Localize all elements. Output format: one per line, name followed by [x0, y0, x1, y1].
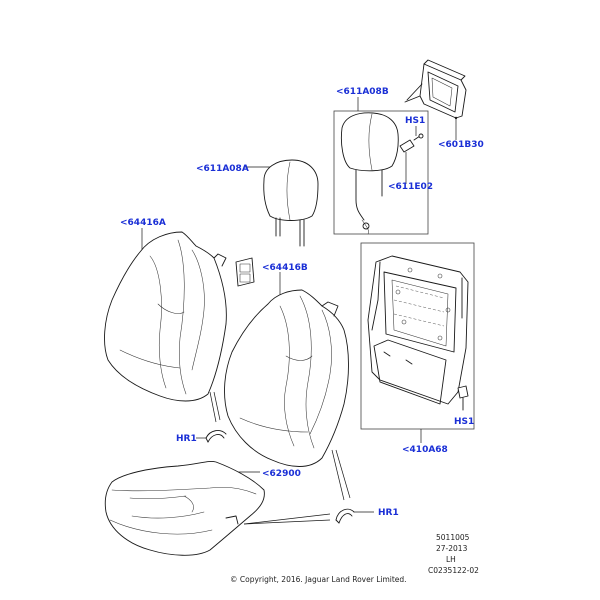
label-410a68: <410A68 — [402, 445, 448, 455]
label-611e02: <611E02 — [388, 182, 433, 192]
label-64416a: <64416A — [120, 218, 166, 228]
label-611a08a: <611A08A — [196, 164, 249, 174]
meta-line-3: LH — [446, 555, 456, 564]
headrest-detail-box — [333, 110, 429, 235]
label-601b30: <601B30 — [438, 140, 484, 150]
headrest-guide-part — [404, 59, 467, 119]
meta-line-2: 27-2013 — [436, 544, 468, 553]
hs1-clip-top — [399, 126, 424, 153]
seat-back-cover-mid — [224, 289, 349, 467]
label-hs1-bottom: HS1 — [454, 417, 474, 427]
meta-line-1: 5011005 — [436, 533, 470, 542]
label-62900: <62900 — [262, 469, 301, 479]
cushion-cover-part — [104, 461, 265, 556]
hr1-clip-left — [205, 430, 227, 443]
switch-panel — [235, 257, 255, 287]
hs1-bolt-bottom — [457, 385, 469, 411]
headrest-left-part — [263, 159, 319, 247]
copyright-notice: © Copyright, 2016. Jaguar Land Rover Lim… — [230, 575, 407, 584]
meta-line-4: C0235122-02 — [428, 566, 479, 575]
label-hr1-right: HR1 — [378, 508, 399, 518]
label-611a08b: <611A08B — [336, 87, 389, 97]
label-64416b: <64416B — [262, 263, 308, 273]
seat-frame-detail-box — [360, 242, 475, 430]
label-hs1-top: HS1 — [405, 116, 425, 126]
seat-frame-part — [367, 255, 469, 405]
label-hr1-left: HR1 — [176, 434, 197, 444]
hr1-clip-right — [335, 508, 355, 524]
headrest-upper-part — [340, 112, 399, 235]
seat-back-cover-left — [104, 231, 227, 402]
